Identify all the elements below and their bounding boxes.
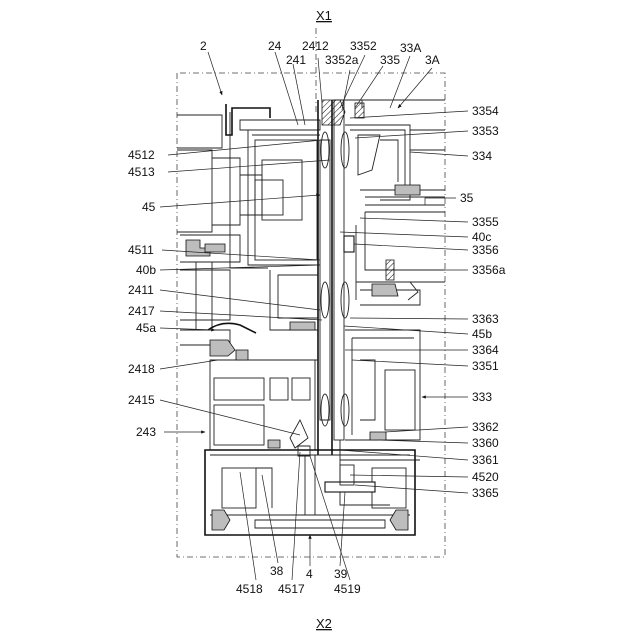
label-39: 39	[334, 567, 348, 581]
label-40c: 40c	[472, 230, 491, 244]
label-45: 45	[142, 200, 156, 214]
label-4513: 4513	[128, 165, 155, 179]
label-35: 35	[460, 191, 474, 205]
label-243: 243	[136, 425, 156, 439]
label-3353: 3353	[472, 124, 499, 138]
label-2411: 2411	[128, 283, 154, 297]
boundary-lines	[177, 28, 445, 557]
frame-33A-profile	[340, 100, 445, 305]
label-3355: 3355	[472, 215, 499, 229]
label-38: 38	[270, 564, 284, 578]
axis-label-top: X1	[316, 8, 332, 23]
label-3351: 3351	[472, 359, 499, 373]
label-4518: 4518	[236, 582, 263, 596]
label-4517: 4517	[278, 582, 305, 596]
reference-labels: 2 24 241 2412 3352 3352a 335 33A 3A 3354…	[128, 39, 506, 596]
label-2415: 2415	[128, 393, 155, 407]
leader-lines	[160, 52, 468, 580]
frame-24-profile	[177, 104, 320, 356]
label-3365: 3365	[472, 486, 499, 500]
label-2: 2	[200, 39, 207, 53]
frame-243-body	[210, 350, 318, 450]
label-3354: 3354	[472, 104, 499, 118]
frame-333-body	[340, 330, 420, 460]
label-3356: 3356	[472, 243, 499, 257]
label-4511: 4511	[128, 243, 154, 257]
label-241: 241	[286, 53, 306, 67]
axis-label-bottom: X2	[316, 616, 332, 631]
label-3360: 3360	[472, 436, 499, 450]
label-2418: 2418	[128, 362, 155, 376]
base-rail-4	[205, 446, 415, 535]
label-335: 335	[380, 53, 400, 67]
label-4: 4	[306, 567, 313, 581]
central-panel-45	[318, 100, 354, 455]
label-4512: 4512	[128, 148, 155, 162]
label-333: 333	[472, 390, 492, 404]
label-24: 24	[268, 39, 282, 53]
label-45b: 45b	[472, 327, 492, 341]
label-3361: 3361	[472, 453, 499, 467]
label-3A: 3A	[425, 53, 440, 67]
label-2417: 2417	[128, 304, 155, 318]
label-3364: 3364	[472, 343, 499, 357]
label-4519: 4519	[334, 582, 361, 596]
label-3352: 3352	[350, 39, 377, 53]
label-334: 334	[472, 149, 492, 163]
label-4520: 4520	[472, 470, 499, 484]
label-2412: 2412	[302, 39, 329, 53]
label-3362: 3362	[472, 420, 499, 434]
label-45a: 45a	[136, 321, 156, 335]
label-40b: 40b	[136, 263, 156, 277]
label-3352a: 3352a	[325, 53, 359, 67]
label-33A: 33A	[400, 41, 421, 55]
label-3356a: 3356a	[472, 263, 506, 277]
label-3363: 3363	[472, 312, 499, 326]
